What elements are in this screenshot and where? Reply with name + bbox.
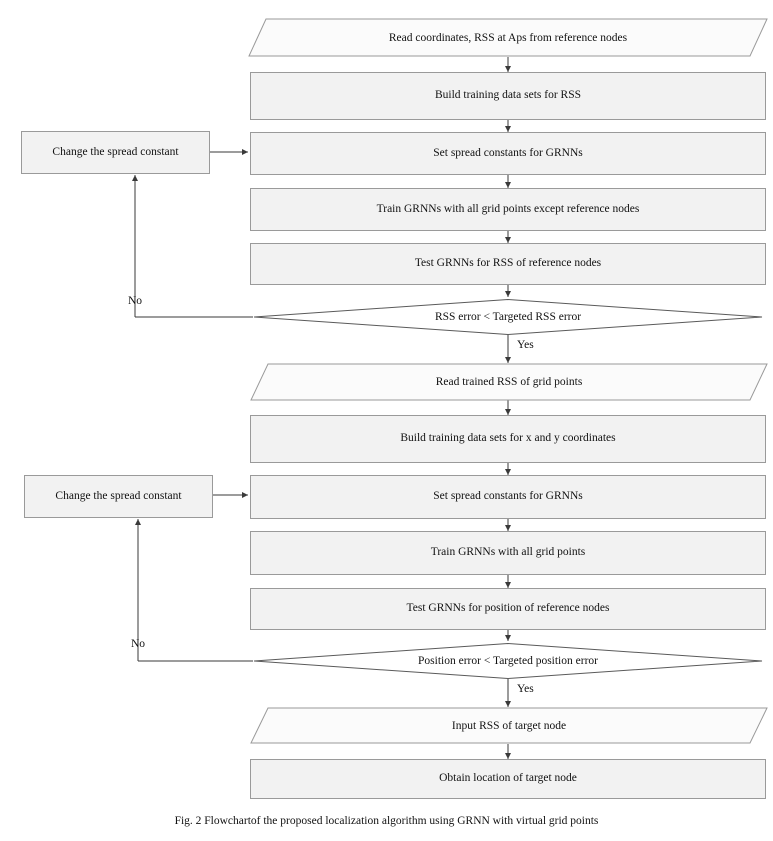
edge-label-yes-1: Yes (517, 339, 534, 351)
node-obtain-location: Obtain location of target node (250, 759, 766, 799)
node-train-all: Train GRNNs with all grid points (250, 531, 766, 575)
node-read-coordinates: Read coordinates, RSS at Aps from refere… (248, 18, 768, 57)
node-rss-decision-label: RSS error < Targeted RSS error (434, 311, 582, 323)
node-read-trained: Read trained RSS of grid points (250, 363, 768, 401)
node-build-rss-label: Build training data sets for RSS (435, 89, 581, 102)
node-position-decision-label: Position error < Targeted position error (418, 655, 598, 667)
node-set-spread-1: Set spread constants for GRNNs (250, 132, 766, 175)
node-input-rss-label: Input RSS of target node (451, 719, 567, 732)
node-read-trained-label: Read trained RSS of grid points (435, 376, 583, 388)
node-build-xy: Build training data sets for x and y coo… (250, 415, 766, 463)
node-build-xy-label: Build training data sets for x and y coo… (400, 432, 616, 445)
figure-caption: Fig. 2 Flowchartof the proposed localiza… (174, 815, 599, 827)
node-test-rss: Test GRNNs for RSS of reference nodes (250, 243, 766, 285)
node-change-spread-1-label: Change the spread constant (52, 145, 179, 158)
edge-label-no-1: No (128, 295, 143, 307)
node-obtain-location-label: Obtain location of target node (439, 772, 577, 785)
node-train-except-label: Train GRNNs with all grid points except … (376, 202, 640, 215)
node-set-spread-2: Set spread constants for GRNNs (250, 475, 766, 519)
node-train-except: Train GRNNs with all grid points except … (250, 188, 766, 231)
node-test-rss-label: Test GRNNs for RSS of reference nodes (414, 257, 602, 270)
node-train-all-label: Train GRNNs with all grid points (430, 546, 586, 559)
node-set-spread-2-label: Set spread constants for GRNNs (433, 490, 583, 503)
node-build-rss: Build training data sets for RSS (250, 72, 766, 120)
node-position-decision: Position error < Targeted position error (253, 643, 763, 679)
node-change-spread-2-label: Change the spread constant (55, 489, 182, 502)
node-set-spread-1-label: Set spread constants for GRNNs (433, 146, 583, 159)
edge-label-no-2: No (131, 638, 146, 650)
node-change-spread-2: Change the spread constant (24, 475, 213, 518)
node-test-position-label: Test GRNNs for position of reference nod… (406, 602, 610, 615)
node-change-spread-1: Change the spread constant (21, 131, 210, 174)
node-test-position: Test GRNNs for position of reference nod… (250, 588, 766, 630)
node-read-coordinates-label: Read coordinates, RSS at Aps from refere… (388, 31, 628, 44)
node-input-rss: Input RSS of target node (250, 707, 768, 744)
edge-label-yes-2: Yes (517, 683, 534, 695)
node-rss-decision: RSS error < Targeted RSS error (253, 299, 763, 335)
